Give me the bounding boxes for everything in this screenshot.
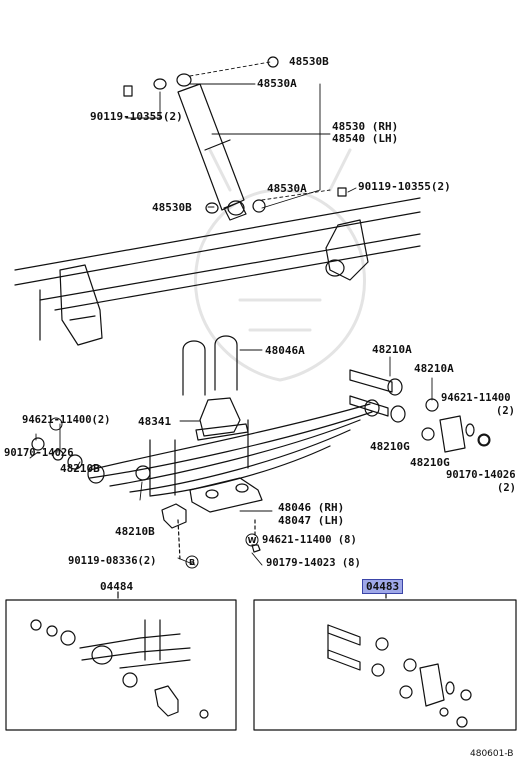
kit-04484-parts [30,619,209,719]
label-spring: 48341 [138,415,172,428]
label-shock-lh: 48540 (LH) [332,132,399,145]
right-bracket [325,219,369,281]
label-plate-lh: 48047 (LH) [278,514,345,527]
figure-id: 480601-B [470,749,514,759]
label-bushing-b1: 48210B [60,462,100,475]
label-bushing-g2: 48210G [410,456,450,469]
left-bracket [59,264,103,346]
label-washer-left: 94621-11400(2) [22,414,111,426]
bolt-symbol-text: B [189,558,195,567]
frame-rail [14,197,421,341]
front-hanger-hardware [31,437,151,481]
u-bolt [149,335,249,496]
label-bolt-top: 90119-10355(2) [90,110,183,123]
label-48530a-top: 48530A [257,77,297,90]
label-plate-rh: 48046 (RH) [278,501,345,514]
label-bushing-a2: 48210A [414,362,454,375]
label-bushing-a1: 48210A [372,343,412,356]
kit-04483-parts [327,624,472,728]
label-48530b-bottom: 48530B [152,201,192,214]
label-shock-rh: 48530 (RH) [332,120,399,133]
spring-plate [161,477,263,561]
label-bushing-b2: 48210B [115,525,155,538]
watermark-logo [194,148,366,382]
label-washer-right-qty: (2) [496,405,515,417]
label-nut-left: 90170-14026 [4,447,74,459]
kit-box-04484 [5,599,237,731]
spring-seat [195,397,249,441]
label-nut-right: 90170-14026 [446,469,516,481]
washer-callout-icon-left [49,417,63,431]
label-bolt-right: 90119-10355(2) [358,180,451,193]
label-nut-8: 90179-14023 (8) [266,557,361,569]
label-bushing-g1: 48210G [370,440,410,453]
bolt-callout-icon [185,555,199,569]
label-u-bolt: 48046A [265,344,305,357]
leaf-spring [87,399,380,497]
label-washer-right: 94621-11400 [441,392,511,404]
label-bolt-bottom: 90119-08336(2) [68,555,157,567]
washer-callout-icon [245,533,259,547]
shackle [349,369,490,453]
label-48530b-top: 48530B [289,55,329,68]
washer-symbol-text: W [248,536,257,545]
label-kit-04483[interactable]: 04483 [361,579,404,594]
label-washer-8: 94621-11400 (8) [262,534,357,546]
label-48530a-bottom: 48530A [267,182,307,195]
nut-callout-icon-right [477,433,491,447]
kit-box-04483 [253,599,517,731]
label-kit-04484: 04484 [100,580,134,593]
shock-absorber [123,56,347,221]
label-nut-right-qty: (2) [497,482,516,494]
